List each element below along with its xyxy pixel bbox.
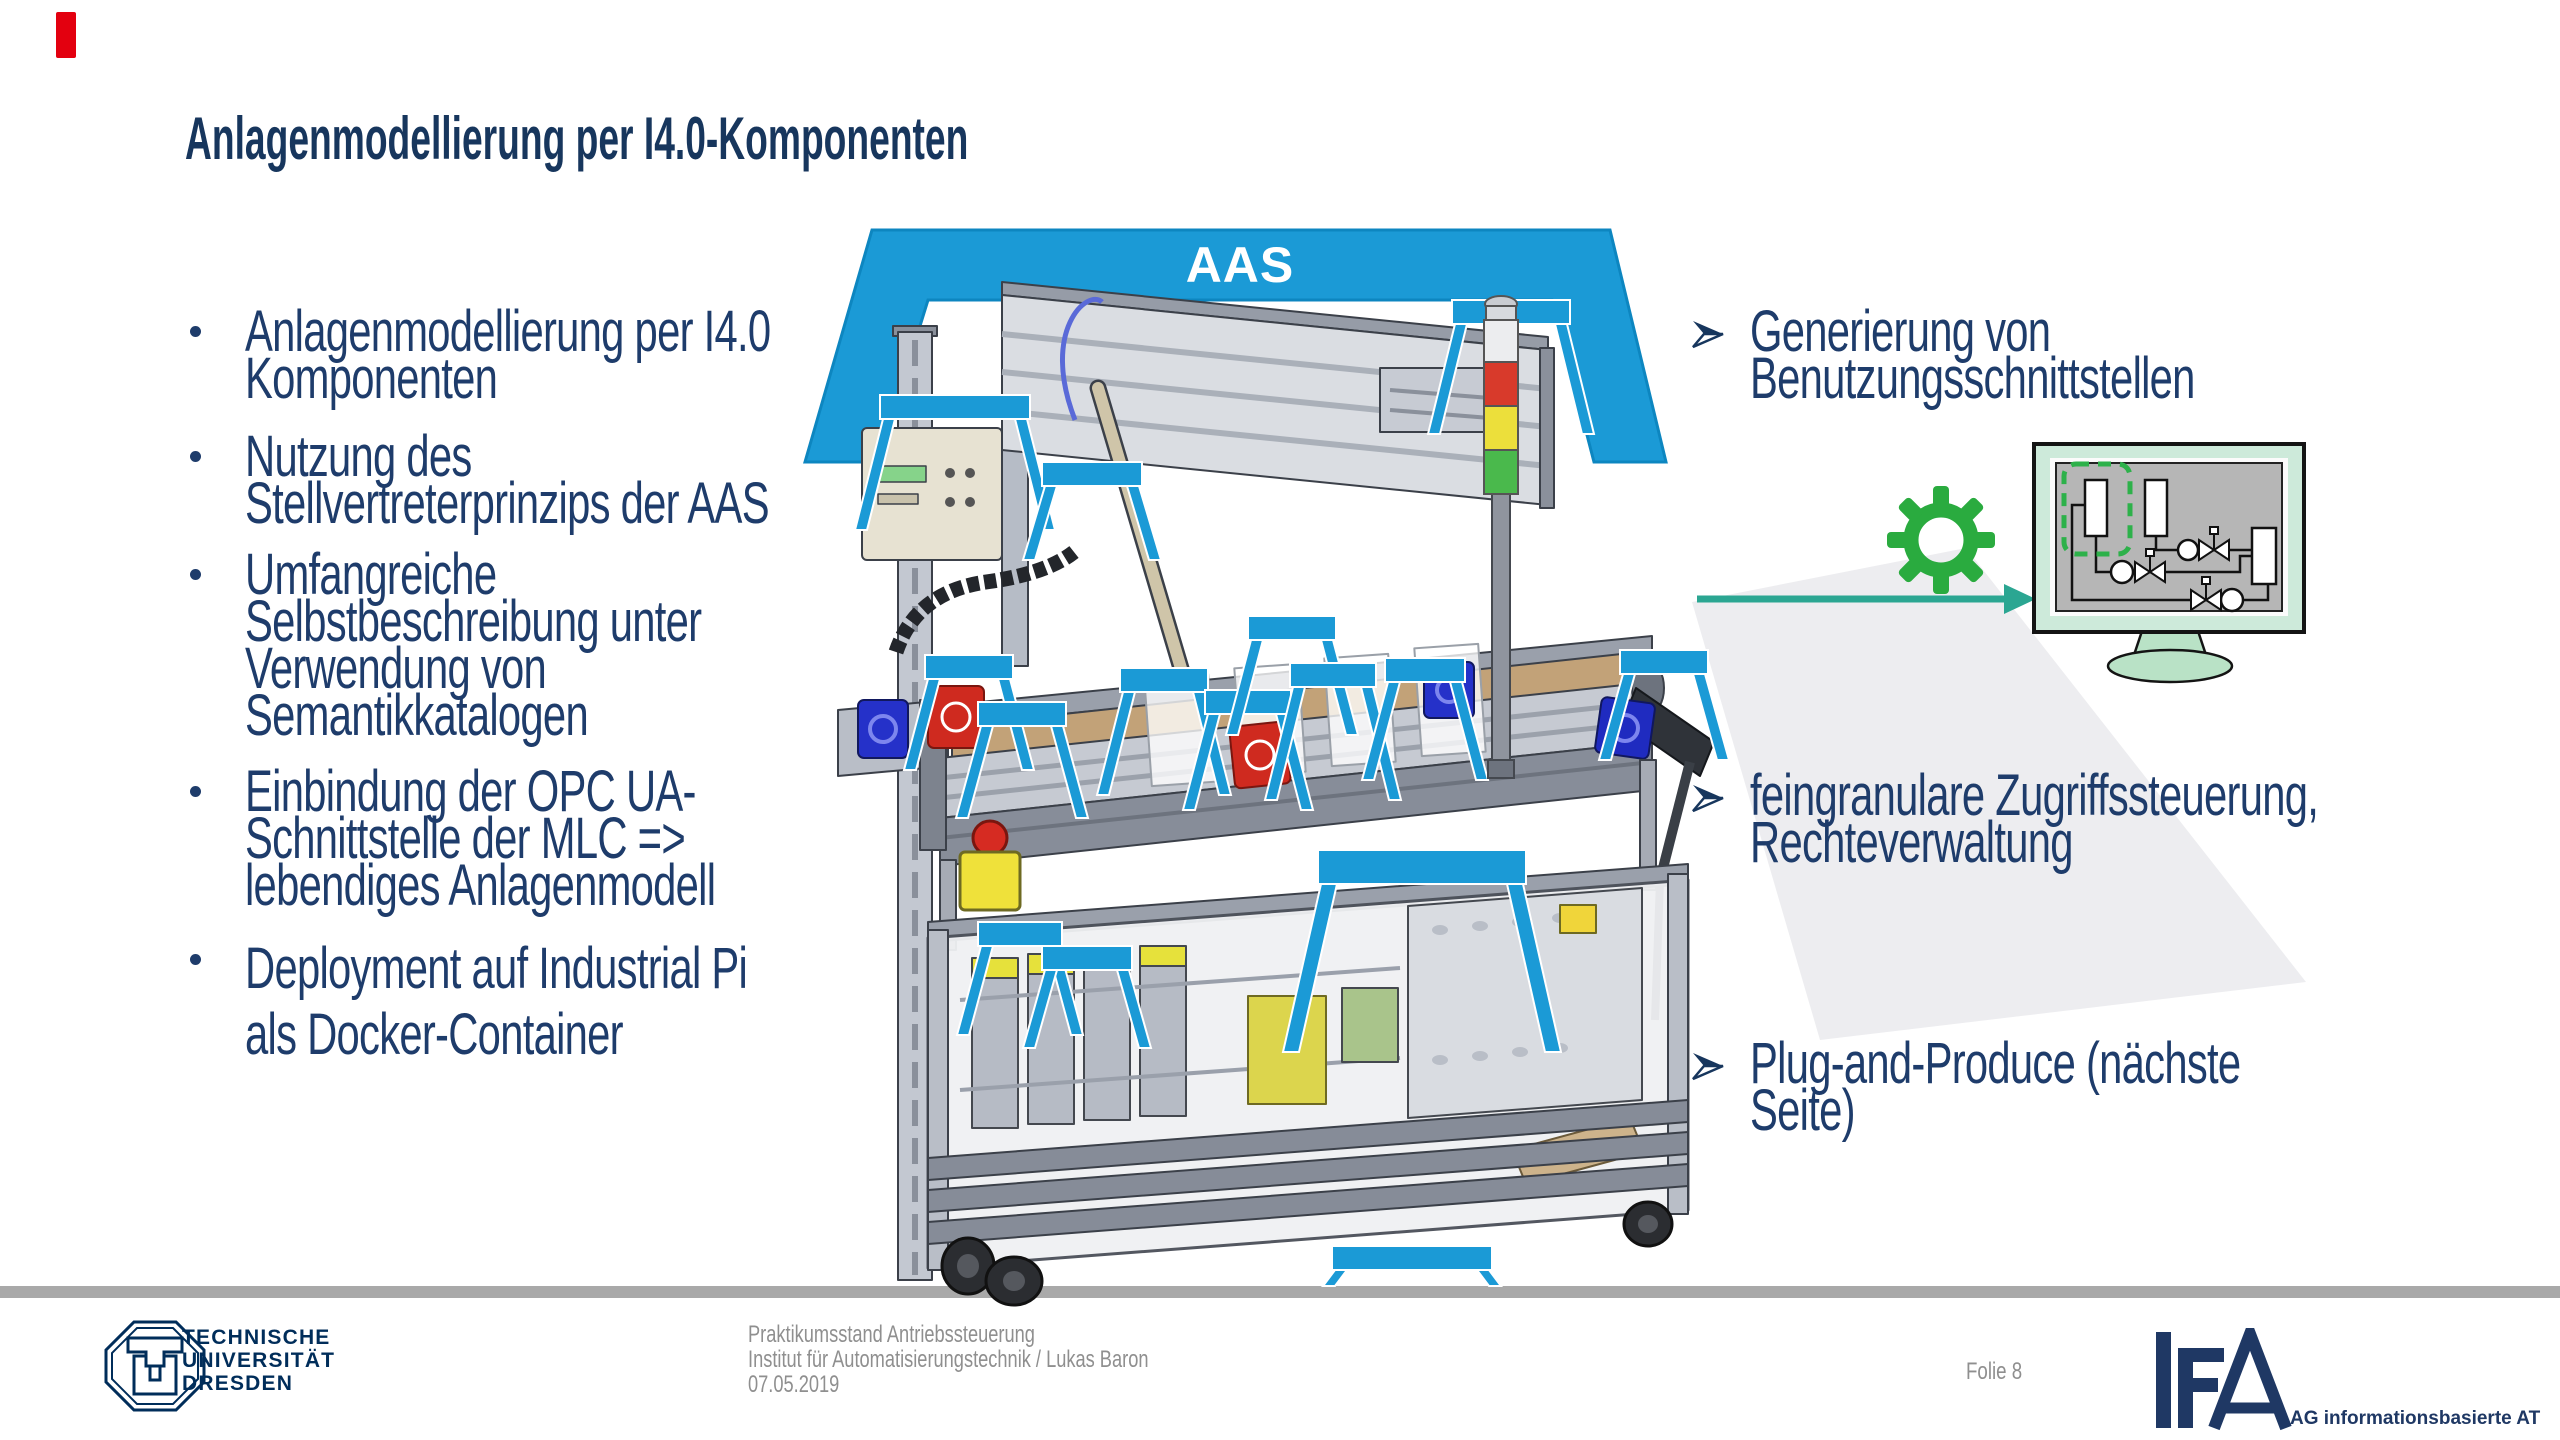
left-bullet-1: Anlagenmodellierung per I4.0 Komponenten (190, 299, 975, 411)
pid-diagram (2070, 503, 2270, 602)
ifa-caption: AG informationsbasierte AT (2290, 1408, 2541, 1429)
bullet-dot-icon (190, 954, 201, 965)
right-bullet-2: feingranulare Zugriffssteuerung, Rechtev… (1690, 763, 2539, 875)
ifa-logo: AG informationsbasierte AT (2156, 1328, 2541, 1431)
slide-number: Folie 8 (1966, 1358, 2023, 1385)
footer-date: 07.05.2019 (748, 1371, 840, 1398)
right-bullet-1-text: Generierung von Benutzungsschnittstellen (1750, 299, 2195, 411)
left-bullet-2: Nutzung des Stellvertreterprinzips der A… (190, 424, 973, 536)
arrow-bullet-icon (1692, 1053, 1724, 1081)
footer-divider (0, 1286, 2560, 1298)
tu-line3: DRESDEN (182, 1372, 294, 1395)
tu-line2: UNIVERSITÄT (182, 1349, 336, 1372)
gear-icon (1887, 486, 1995, 594)
aas-component-brackets (853, 299, 1731, 1287)
bullet-dot-icon (190, 451, 201, 462)
left-bullet-2-text: Nutzung des Stellvertreterprinzips der A… (245, 424, 770, 536)
bullet-dot-icon (190, 569, 201, 580)
monitor-graphic (2032, 442, 2306, 684)
tu-line1: TECHNISCHE (182, 1326, 331, 1349)
bullet-dot-icon (190, 326, 201, 337)
left-bullet-3-text: Umfangreiche Selbstbeschreibung unter Ve… (245, 542, 702, 748)
arrow-bullet-icon (1692, 321, 1724, 349)
aas-label: AAS (1186, 237, 1295, 293)
left-bullet-4-text: Einbindung der OPC UA- Schnittstelle der… (245, 759, 716, 918)
right-bullet-3: Plug-and-Produce (nächste Seite) (1690, 1031, 2431, 1143)
left-bullet-5: Deployment auf Industrial Pi als Docker-… (190, 936, 942, 1068)
left-bullet-4: Einbindung der OPC UA- Schnittstelle der… (190, 759, 898, 918)
tu-dresden-wordmark: TECHNISCHE UNIVERSITÄT DRESDEN (182, 1326, 335, 1395)
footer-institute: Institut für Automatisierungstechnik / L… (748, 1346, 1149, 1373)
right-bullet-3-text: Plug-and-Produce (nächste Seite) (1750, 1031, 2241, 1143)
left-bullet-5-text: Deployment auf Industrial Pi als Docker-… (245, 936, 748, 1067)
left-bullet-3: Umfangreiche Selbstbeschreibung unter Ve… (190, 542, 879, 748)
highlight-dashed-box (2061, 461, 2133, 557)
right-bullet-1: Generierung von Benutzungsschnittstellen (1690, 299, 2368, 411)
footer-project: Praktikumsstand Antriebssteuerung (748, 1321, 1035, 1348)
bullet-dot-icon (190, 786, 201, 797)
footer-info: Praktikumsstand Antriebssteuerung Instit… (748, 1322, 1148, 1397)
signal-tower (1483, 295, 1519, 779)
tu-dresden-logo (104, 1320, 206, 1412)
page-title: Anlagenmodellierung per I4.0-Komponenten (185, 105, 969, 173)
left-bullet-1-text: Anlagenmodellierung per I4.0 Komponenten (245, 299, 771, 411)
brand-accent-bar (56, 12, 76, 58)
flow-arrow-icon (1697, 584, 2036, 614)
right-bullet-2-text: feingranulare Zugriffssteuerung, Rechtev… (1750, 763, 2319, 875)
arrow-bullet-icon (1692, 785, 1724, 813)
